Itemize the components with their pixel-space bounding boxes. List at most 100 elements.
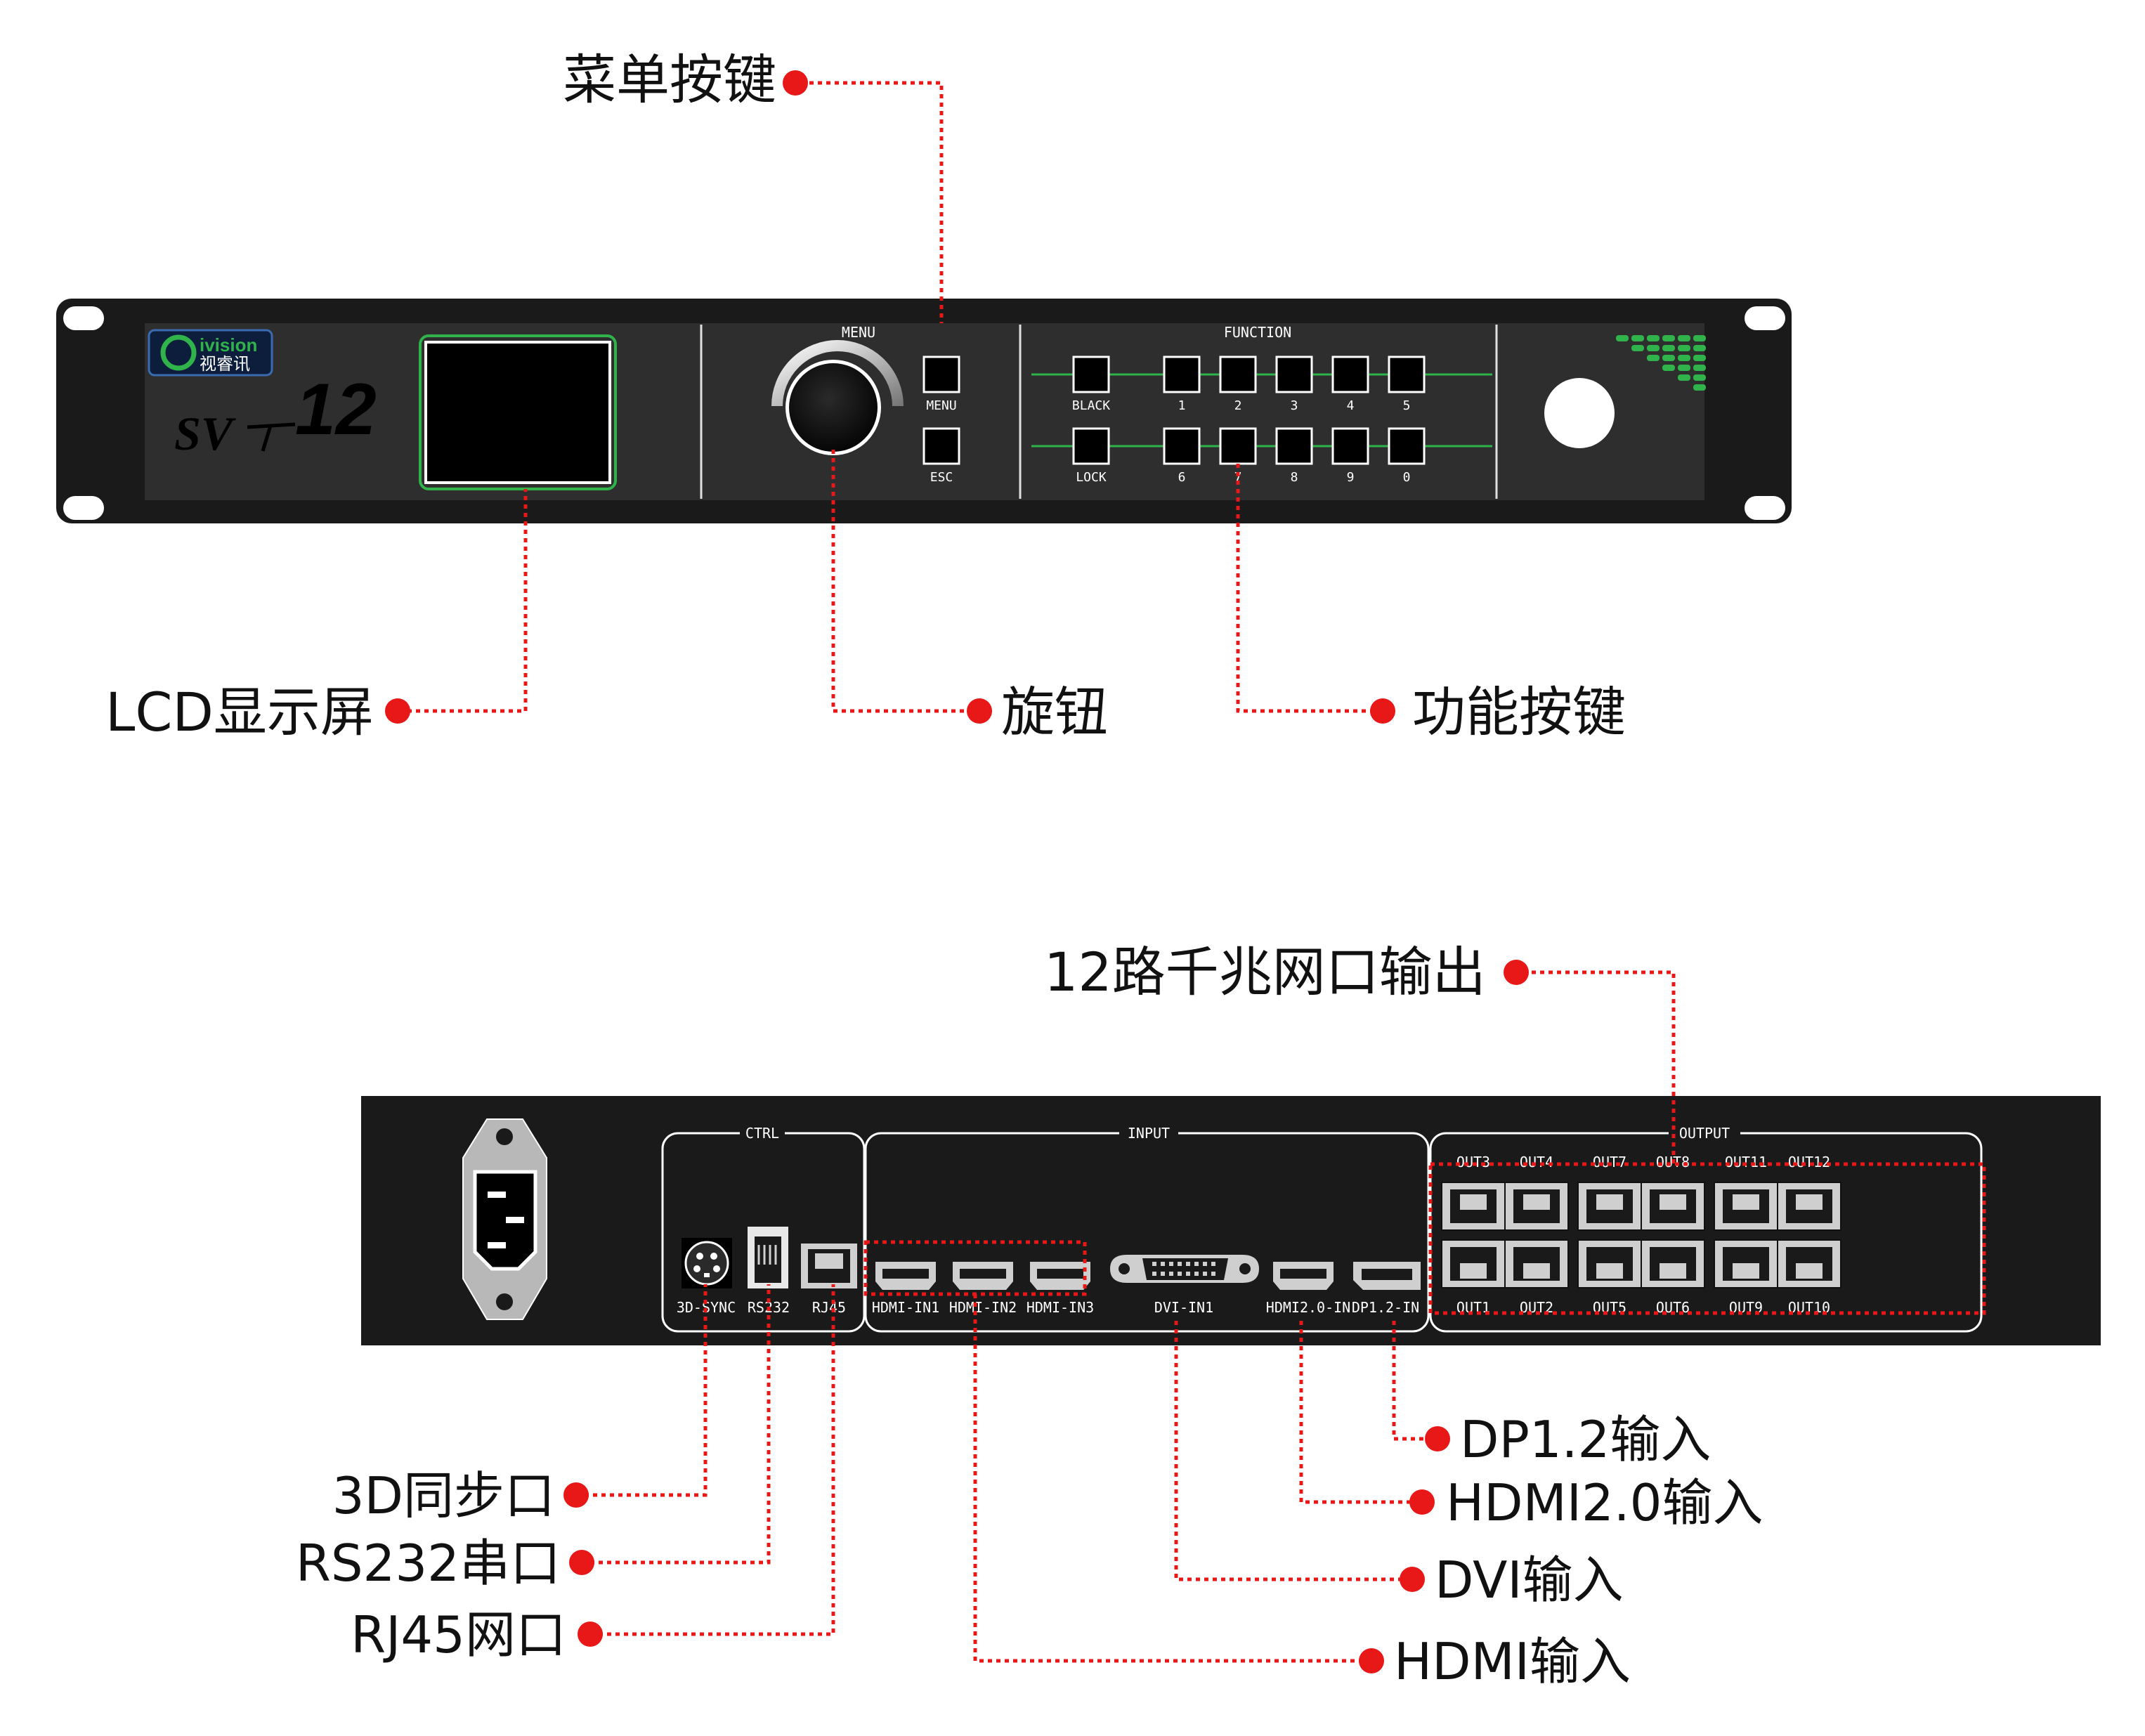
rj45-ctrl-port[interactable]: [801, 1244, 857, 1288]
port-label: HDMI-IN3: [1026, 1299, 1094, 1316]
port-label: OUT12: [1788, 1154, 1830, 1170]
label-dp-in: DP1.2输入: [1460, 1410, 1711, 1469]
leader-knob: [831, 450, 982, 713]
brand-logo: ivision 视睿讯: [148, 329, 273, 377]
key-6-button[interactable]: [1163, 427, 1201, 465]
callout-dot: [569, 1550, 594, 1575]
leader-dvi: [1174, 1321, 1412, 1581]
key-5-button[interactable]: [1388, 355, 1426, 393]
key-label: 1: [1178, 398, 1186, 413]
lock-button-label: LOCK: [1076, 470, 1107, 485]
key-label: 3: [1291, 398, 1298, 413]
key-0-button[interactable]: [1388, 427, 1426, 465]
callout-dot: [563, 1482, 589, 1508]
key-8-button[interactable]: [1275, 427, 1313, 465]
label-dvi-in: DVI输入: [1435, 1551, 1624, 1610]
port-label: DP1.2-IN: [1352, 1299, 1419, 1316]
key-4-button[interactable]: [1331, 355, 1369, 393]
callout-dot: [385, 698, 410, 724]
menu-button-label: MENU: [926, 398, 956, 413]
label-hdmi-in: HDMI输入: [1394, 1632, 1631, 1691]
power-inlet: [462, 1118, 547, 1320]
input-group-label: INPUT: [1128, 1125, 1170, 1142]
leader-function-keys: [1236, 464, 1383, 713]
callout-dots: [385, 70, 1529, 1673]
rotary-knob[interactable]: [789, 363, 878, 452]
port-label: OUT11: [1725, 1154, 1767, 1170]
brand-name-en: ivision: [200, 334, 257, 355]
power-button[interactable]: [1544, 378, 1615, 448]
front-panel: ivision 视睿讯 SV 12 MENU MENU ESC FUNCTION…: [56, 299, 1792, 523]
leader-hdmi20: [1299, 1321, 1421, 1504]
label-gigabit-out: 12路千兆网口输出: [1044, 941, 1486, 1003]
rack-hole: [63, 496, 104, 520]
dvi-in1-port[interactable]: [1110, 1255, 1259, 1283]
screw-icon: [496, 1293, 513, 1310]
leader-rs232: [582, 1284, 771, 1565]
leader-3d-sync: [576, 1284, 708, 1497]
leader-rj45: [590, 1284, 835, 1636]
ctrl-group-label: CTRL: [745, 1125, 779, 1142]
esc-button[interactable]: [922, 427, 960, 465]
key-2-button[interactable]: [1219, 355, 1257, 393]
brand-name-cn: 视睿讯: [200, 354, 250, 374]
lcd-bezel: [419, 334, 617, 490]
leader-menu-keys: [801, 81, 944, 323]
function-caption: FUNCTION: [1224, 324, 1291, 341]
led-indicator-icon: [1616, 335, 1706, 391]
black-button-label: BLACK: [1072, 398, 1110, 413]
black-button[interactable]: [1072, 355, 1110, 393]
menu-button[interactable]: [922, 355, 960, 393]
lcd-screen: [424, 341, 611, 484]
ac-socket-icon: [473, 1170, 537, 1271]
callout-dot: [578, 1621, 603, 1647]
key-label: 8: [1291, 470, 1298, 485]
key-7-button[interactable]: [1219, 427, 1257, 465]
lock-button[interactable]: [1072, 427, 1110, 465]
label-function-keys: 功能按键: [1412, 681, 1626, 743]
highlight-output-group: [1428, 1162, 1986, 1315]
output-group-label: OUTPUT: [1679, 1125, 1730, 1142]
port-label: HDMI-IN2: [949, 1299, 1017, 1316]
key-label: 9: [1347, 470, 1355, 485]
leader-gigabit-out: [1532, 970, 1676, 1166]
key-9-button[interactable]: [1331, 427, 1369, 465]
callout-dot: [783, 70, 808, 96]
number-keys-bottom: 6 7 8 9 0: [1163, 427, 1426, 485]
key-3-button[interactable]: [1275, 355, 1313, 393]
callout-labels: 菜单按键 LCD显示屏 旋钮 功能按键 12路千兆网口输出 DP1.2输入 HD…: [105, 48, 1763, 1691]
label-hdmi20-in: HDMI2.0输入: [1446, 1473, 1763, 1532]
rear-panel: CTRL INPUT OUTPUT 3D-SYNC RS232 RJ45: [361, 1096, 2101, 1345]
port-label: RJ45: [812, 1299, 846, 1316]
output-ports: [1441, 1182, 1841, 1288]
port-label: HDMI-IN1: [872, 1299, 939, 1316]
key-1-button[interactable]: [1163, 355, 1201, 393]
callout-dot: [1504, 960, 1529, 985]
key-label: 5: [1403, 398, 1411, 413]
model-logo: SV 12: [174, 369, 377, 460]
label-knob: 旋钮: [1001, 681, 1108, 743]
label-lcd: LCD显示屏: [105, 681, 374, 743]
leader-lcd: [399, 489, 528, 713]
label-rj45: RJ45网口: [351, 1605, 566, 1664]
rack-hole: [63, 306, 104, 330]
screw-icon: [496, 1128, 513, 1145]
callout-dot: [1400, 1567, 1425, 1592]
port-label: OUT4: [1520, 1154, 1553, 1170]
port-label: OUT7: [1593, 1154, 1626, 1170]
callout-dot: [1370, 698, 1395, 724]
logo-swirl-icon: [160, 334, 197, 371]
rs232-port[interactable]: [748, 1227, 788, 1288]
rack-hole: [1745, 306, 1785, 330]
knob-ring: [771, 340, 904, 407]
key-label: 0: [1403, 470, 1411, 485]
esc-button-label: ESC: [930, 470, 953, 485]
3d-sync-port[interactable]: [682, 1238, 732, 1288]
callout-dot: [1409, 1489, 1435, 1515]
menu-caption: MENU: [842, 324, 875, 341]
label-menu-keys: 菜单按键: [563, 48, 776, 111]
number-keys-top: 1 2 3 4 5: [1163, 355, 1426, 413]
key-label: 6: [1178, 470, 1186, 485]
callout-leaders: [399, 81, 1986, 1663]
